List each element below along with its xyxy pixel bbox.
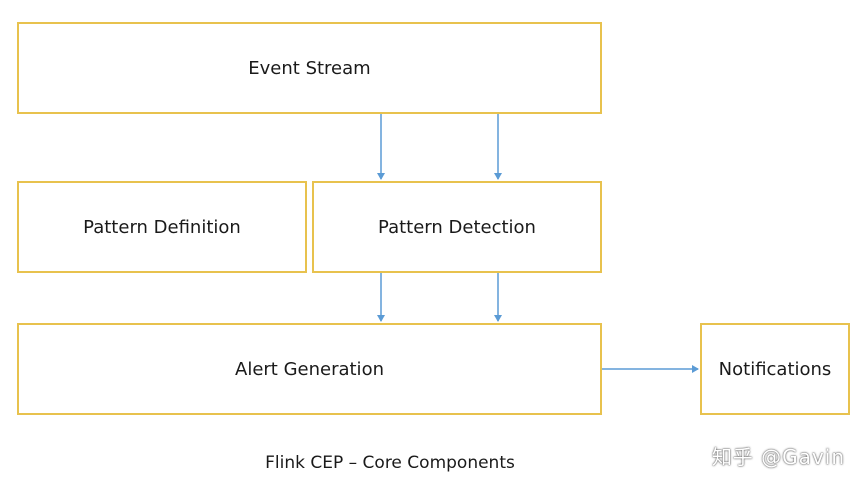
alert-generation-label: Alert Generation [235,358,384,380]
pattern-definition-box: Pattern Definition [17,181,307,273]
diagram-caption: Flink CEP – Core Components [265,453,515,473]
notifications-box: Notifications [700,323,850,415]
alert-generation-box: Alert Generation [17,323,602,415]
pattern-definition-label: Pattern Definition [83,216,241,238]
notifications-label: Notifications [718,358,832,380]
watermark: 知乎 @Gavin [711,445,845,469]
pattern-detection-box: Pattern Detection [312,181,602,273]
event-stream-label: Event Stream [248,57,371,79]
event-stream-box: Event Stream [17,22,602,114]
pattern-detection-label: Pattern Detection [378,216,536,238]
